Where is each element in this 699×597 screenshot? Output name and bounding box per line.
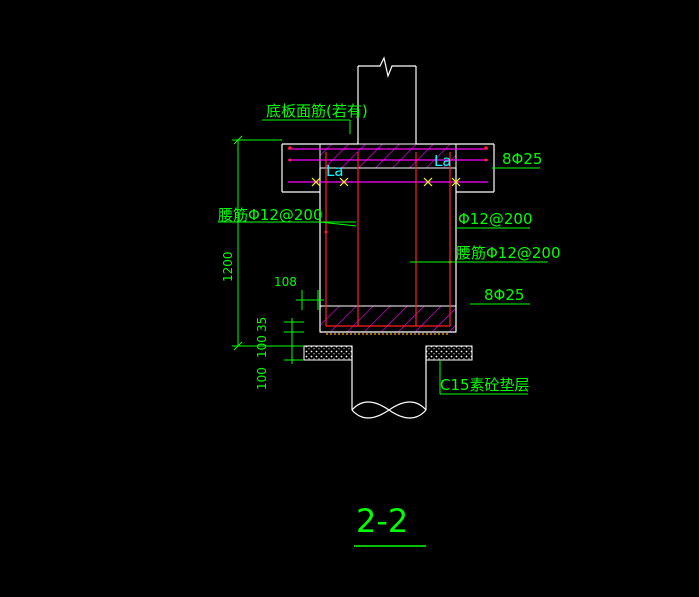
cushion-label: C15素砼垫层	[440, 376, 530, 394]
rebar-cage	[288, 148, 488, 335]
top-hatch-zone	[319, 143, 457, 169]
top-face-rebar-label: 底板面筋(若有)	[266, 102, 368, 120]
leader-lines	[218, 119, 548, 395]
cover-35-dim-text: 35	[255, 317, 269, 332]
cushion-layer	[303, 345, 473, 361]
bottom-main-bar-label: 8Φ25	[484, 286, 524, 304]
top-main-bar-label: 8Φ25	[502, 150, 542, 168]
lap-markers	[311, 177, 461, 187]
cover-side-dim-text: 108	[274, 275, 297, 289]
lap-left-label: La	[326, 162, 344, 180]
dim-100-a-text: 100	[255, 335, 269, 358]
upper-column	[357, 56, 417, 144]
waist-left-label: 腰筋Φ12@200	[218, 206, 323, 224]
pile	[351, 346, 427, 419]
height-dim-text: 1200	[221, 251, 235, 282]
dim-100-b-text: 100	[255, 367, 269, 390]
rebar-dots	[288, 146, 488, 264]
dimension-lines	[232, 135, 324, 364]
waist-right-label: 腰筋Φ12@200	[456, 244, 561, 262]
stirrup-right-label: Φ12@200	[458, 210, 533, 228]
bottom-hatch-zone	[319, 305, 457, 333]
section-title: 2-2	[356, 502, 408, 540]
lap-right-label: La	[434, 152, 452, 170]
